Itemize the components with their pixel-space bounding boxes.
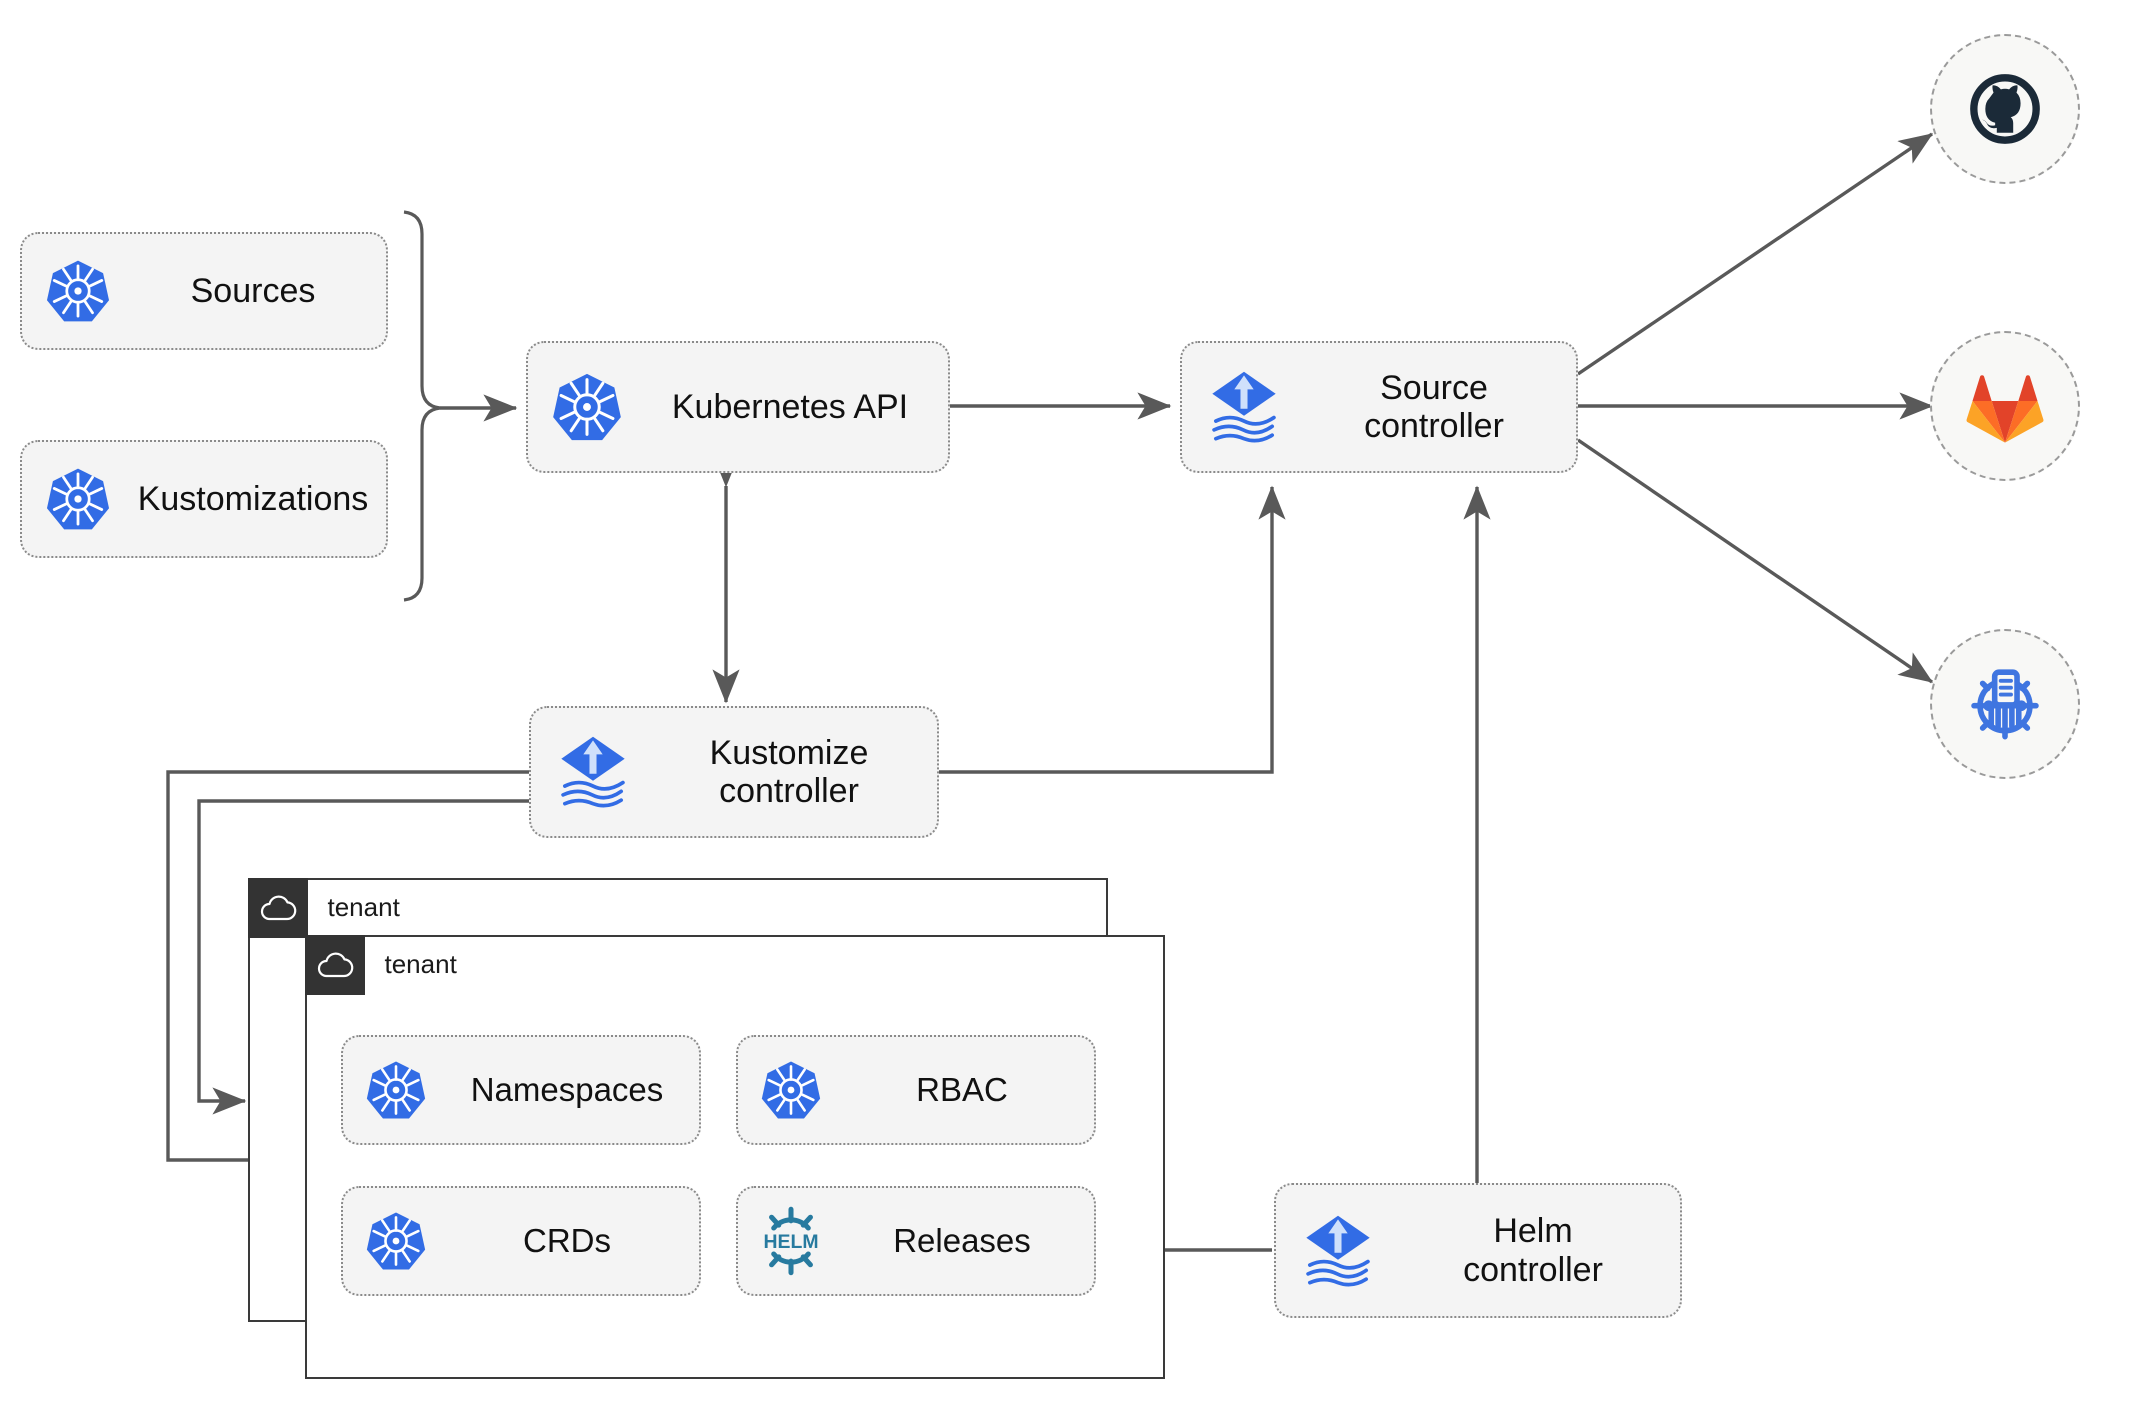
node-label: Source controller	[1364, 368, 1504, 445]
tenant-header: tenant	[304, 934, 457, 995]
helm-glyph: HELM	[763, 1206, 819, 1276]
node-label: Kubernetes API	[671, 387, 909, 426]
node-label: CRDs	[523, 1221, 611, 1259]
node-helm-controller[interactable]: Helm controller	[1274, 1183, 1682, 1318]
node-label: Releases	[893, 1221, 1031, 1259]
edge-kustomize-to-source	[939, 485, 1286, 774]
kubernetes-glyph	[46, 260, 110, 322]
flux-icon	[1182, 363, 1306, 451]
kubernetes-icon	[22, 258, 134, 324]
flux-glyph	[1212, 371, 1276, 443]
node-sources[interactable]: Sources	[20, 232, 388, 350]
provider-helm-repository[interactable]	[1930, 629, 2080, 779]
node-kubernetes-api[interactable]: Kubernetes API	[526, 341, 950, 473]
gitlab-icon	[1966, 375, 2044, 443]
kubernetes-icon	[22, 466, 134, 532]
node-releases[interactable]: HELM Releases	[736, 1186, 1096, 1296]
kubernetes-icon	[343, 1210, 449, 1272]
kubernetes-icon	[528, 371, 646, 443]
tenant-label: tenant	[327, 892, 400, 922]
node-label: RBAC	[916, 1070, 1008, 1108]
node-rbac[interactable]: RBAC	[736, 1035, 1096, 1145]
svg-text:HELM: HELM	[763, 1231, 818, 1253]
kubernetes-glyph	[761, 1061, 821, 1119]
flux-glyph	[561, 736, 625, 808]
tenant-container-inner[interactable]: tenant	[304, 934, 1165, 1379]
provider-github[interactable]	[1930, 34, 2080, 184]
node-source-controller[interactable]: Source controller	[1180, 341, 1578, 473]
kubernetes-glyph	[46, 468, 110, 530]
flux-glyph	[1306, 1215, 1370, 1287]
node-label: Kustomize controller	[709, 733, 869, 810]
kubernetes-glyph	[366, 1212, 426, 1270]
tenant-header: tenant	[247, 877, 400, 938]
cloud-glyph	[317, 952, 353, 977]
helm-icon: HELM	[738, 1205, 844, 1277]
node-namespaces[interactable]: Namespaces	[341, 1035, 701, 1145]
node-label: Namespaces	[470, 1070, 664, 1108]
node-label: Kustomizations	[137, 479, 369, 518]
node-kustomizations[interactable]: Kustomizations	[20, 440, 388, 558]
kubernetes-glyph	[366, 1061, 426, 1119]
cloud-glyph	[260, 895, 296, 920]
flux-icon	[531, 728, 655, 816]
node-label: Sources	[190, 271, 316, 310]
kubernetes-icon	[738, 1059, 844, 1121]
edge-source-to-helm-repository	[1577, 438, 1934, 684]
helm-repository-icon	[1971, 669, 2039, 740]
node-crds[interactable]: CRDs	[341, 1186, 701, 1296]
kubernetes-icon	[343, 1059, 449, 1121]
tenant-label: tenant	[384, 949, 457, 979]
flux-icon	[1276, 1207, 1400, 1295]
node-kustomize-controller[interactable]: Kustomize controller	[529, 706, 939, 838]
github-icon	[1970, 74, 2040, 144]
cloud-icon	[304, 934, 365, 995]
cloud-icon	[247, 877, 308, 938]
node-label: Helm controller	[1463, 1212, 1603, 1289]
group-brace	[403, 210, 441, 602]
provider-gitlab[interactable]	[1930, 331, 2080, 481]
kubernetes-glyph	[553, 373, 621, 441]
edge-source-to-github	[1577, 132, 1934, 376]
